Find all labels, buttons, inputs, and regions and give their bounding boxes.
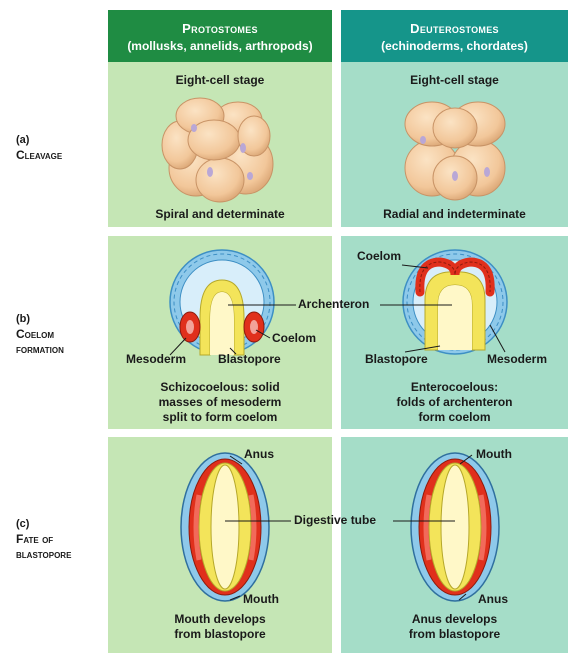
protostome-coelom-label: Coelom: [272, 331, 317, 345]
protostome-gastrula: [169, 249, 275, 356]
deuterostome-mouth-label: Mouth: [476, 447, 512, 461]
row-label-coelom: (b) Coelom formation: [16, 312, 64, 357]
protostome-anus-label: Anus: [244, 447, 274, 461]
row-label-cleavage: (a) Cleavage: [16, 133, 62, 163]
deuterostome-cleavage-caption: Radial and indeterminate: [383, 207, 526, 221]
deuterostome-mesoderm-label: Mesoderm: [487, 352, 548, 366]
coelom-leader-lines: [169, 264, 506, 356]
deuterostome-fate-caption-1: Anus develops: [411, 612, 498, 626]
row-label-fate: (c) Fate of blastopore: [16, 517, 71, 562]
protostome-coelom-caption-3: split to form coelom: [162, 410, 278, 424]
protostome-fate-caption-1: Mouth develops: [174, 612, 266, 626]
deuterostome-coelom-caption-2: folds of archenteron: [396, 395, 513, 409]
deuterostomes-title: Deuterostomes: [410, 21, 499, 36]
protostomes-title: Protostomes: [182, 21, 258, 36]
protostome-mesoderm-label: Mesoderm: [126, 352, 187, 366]
deuterostome-blastopore-label: Blastopore: [365, 352, 428, 366]
protostome-cleavage-caption: Spiral and determinate: [155, 207, 285, 221]
row-name-fate-2: blastopore: [16, 547, 72, 561]
row-name-cleavage: Cleavage: [16, 148, 63, 162]
row-letter-a: (a): [16, 134, 30, 146]
protostomes-subtitle: (mollusks, annelids, arthropods): [127, 39, 313, 53]
protostome-coelom-caption: Schizocoelous: solid masses of mesoderm …: [108, 380, 332, 425]
protostome-coelom-caption-1: Schizocoelous: solid: [160, 380, 280, 394]
digestive-tube-label: Digestive tube: [294, 513, 377, 527]
deuterostome-coelom-label: Coelom: [357, 249, 402, 263]
protostomes-header: Protostomes (mollusks, annelids, arthrop…: [108, 10, 332, 62]
row-name-coelom-1: Coelom: [16, 327, 54, 341]
protostome-tube-embryo: [180, 452, 270, 602]
deuterostome-fate-caption-2: from blastopore: [408, 627, 501, 641]
protostome-fate-caption-2: from blastopore: [174, 627, 266, 641]
protostome-mouth-label: Mouth: [243, 592, 279, 606]
row-letter-c: (c): [16, 518, 30, 530]
deuterostome-coelom-caption-1: Enterocoelous:: [410, 380, 499, 394]
deuterostome-eight-cell-embryo: [404, 101, 506, 201]
row-name-coelom-2: formation: [16, 342, 64, 356]
deuterostome-coelom-caption-3: form coelom: [418, 410, 491, 424]
deuterostomes-subtitle: (echinoderms, chordates): [381, 39, 528, 53]
protostome-fate-caption: Mouth develops from blastopore: [108, 612, 332, 642]
deuterostome-fate-caption: Anus develops from blastopore: [341, 612, 568, 642]
deuterostomes-header: Deuterostomes (echinoderms, chordates): [341, 10, 568, 62]
protostome-eight-cell-embryo: [161, 97, 274, 203]
archenteron-label: Archenteron: [298, 297, 370, 311]
deuterostome-anus-label: Anus: [478, 592, 508, 606]
deuterostome-stage-label: Eight-cell stage: [410, 73, 499, 87]
protostome-coelom-caption-2: masses of mesoderm: [158, 395, 282, 409]
fate-leader-lines: [225, 454, 473, 601]
protostome-blastopore-label: Blastopore: [218, 352, 281, 366]
deuterostome-gastrula: [402, 249, 508, 355]
row-name-fate-1: Fate of: [16, 532, 54, 546]
deuterostome-coelom-caption: Enterocoelous: folds of archenteron form…: [341, 380, 568, 425]
protostome-stage-label: Eight-cell stage: [175, 73, 265, 87]
deuterostome-tube-embryo: [410, 452, 500, 602]
row-letter-b: (b): [16, 313, 31, 325]
